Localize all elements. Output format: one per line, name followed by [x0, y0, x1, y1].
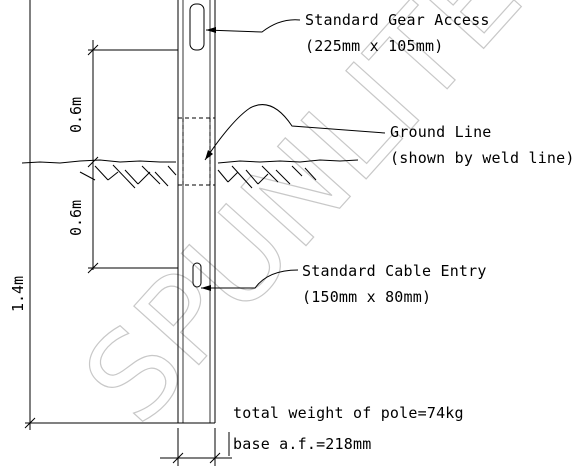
- dimension-overall: 1.4m: [9, 276, 27, 312]
- watermark-text: SPUNLITE: [58, 0, 548, 449]
- dimension-upper: 0.6m: [67, 97, 85, 133]
- ground-line-label: Ground Line: [390, 123, 492, 141]
- weld-sleeve: [178, 117, 215, 186]
- gear-access-size: (225mm x 105mm): [305, 37, 443, 55]
- dimension-lines: [24, 0, 232, 466]
- cable-entry-label: Standard Cable Entry: [302, 262, 487, 280]
- soil-hatch-right: [217, 165, 317, 189]
- ground-line-note: (shown by weld line): [390, 149, 575, 167]
- cable-entry-size: (150mm x 80mm): [302, 288, 431, 306]
- pole-shaft: [177, 0, 216, 424]
- cable-entry-slot: [192, 262, 202, 288]
- leader-lines: [201, 19, 386, 291]
- soil-hatch-left: [79, 164, 177, 189]
- base-af-label: base a.f.=218mm: [233, 435, 371, 453]
- gear-access-label: Standard Gear Access: [305, 11, 490, 29]
- total-weight-label: total weight of pole=74kg: [233, 404, 464, 422]
- gear-access-door: [189, 3, 205, 51]
- watermark: SPUNLITE: [58, 0, 549, 450]
- dimension-lower: 0.6m: [67, 200, 85, 236]
